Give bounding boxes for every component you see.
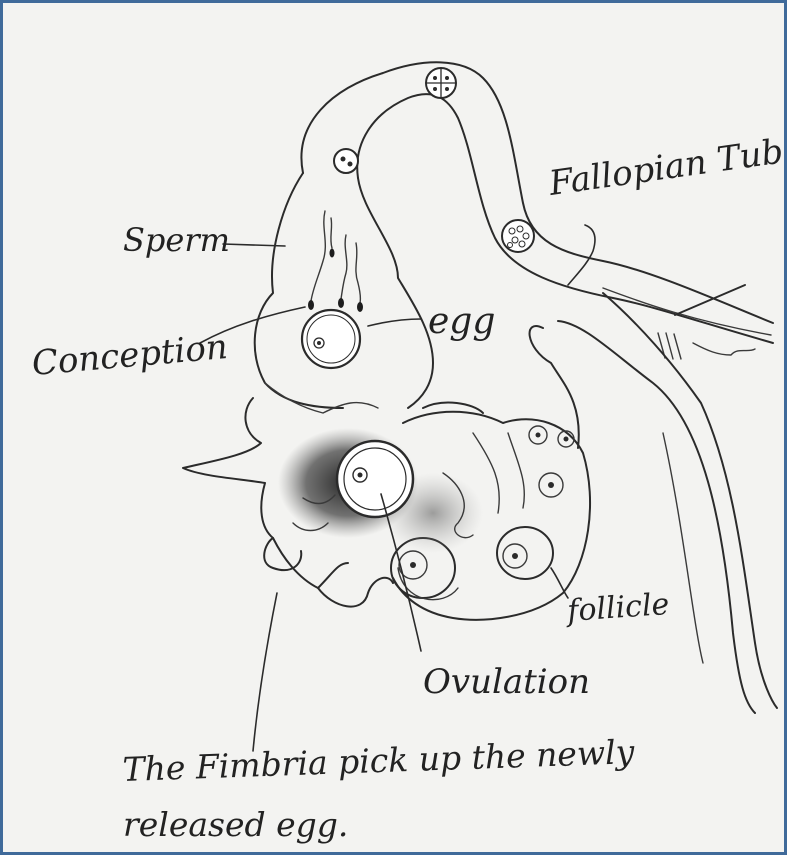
embryos [334,68,534,252]
caption-line-2: released egg. [123,805,348,844]
ligament [530,293,777,713]
fallopian-tube-sketch: Fallopian Tube Sperm egg Conception foll… [3,3,784,852]
ampulla [255,173,433,408]
label-ovulation: Ovulation [423,662,590,702]
fimbriae [183,383,483,607]
label-egg: egg [428,301,495,342]
sperm-cells [308,211,363,312]
conception-egg [302,310,360,368]
label-sperm: Sperm [123,221,230,259]
fallopian-tube [301,62,773,359]
label-conception: Conception [30,327,229,384]
released-egg [337,441,413,517]
label-fallopian-tube: Fallopian Tube [546,129,784,204]
label-follicle: follicle [564,587,670,629]
caption-line-1: The Fimbria pick up the newly [122,732,635,789]
